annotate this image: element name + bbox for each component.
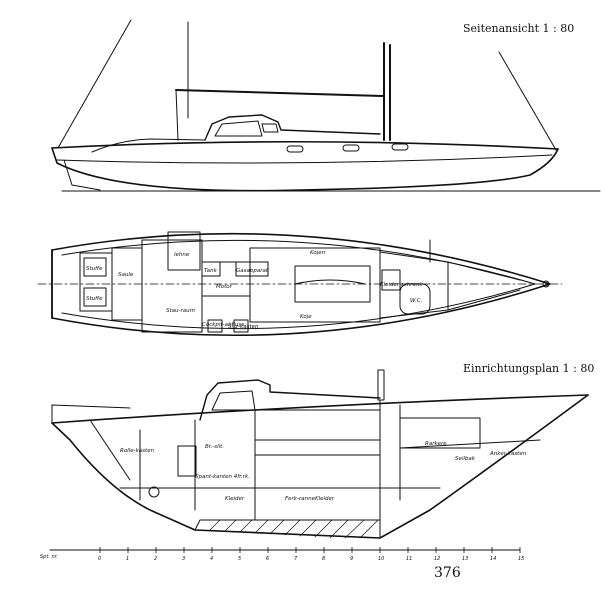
cockpit-coaming [91,138,206,153]
scale-tick-label: 6 [266,556,269,562]
backstay [57,19,132,149]
deck-outline [51,232,551,337]
label-anker: Anker-kasten [489,451,527,457]
cabin-window [214,120,263,137]
engine [177,445,197,477]
wc-bowl [399,283,431,315]
profile-cabin [199,379,381,421]
gas-box [235,261,269,277]
label-motor: Motor [216,284,233,290]
scale-tick-label: 0 [98,556,101,562]
label-cockpit-2: Sitz-kasten [228,324,259,330]
cabin-window-2 [261,123,279,133]
table [294,265,371,303]
ballast-keel [194,519,381,539]
berth-line [399,439,541,449]
forepeak-lines [447,261,521,311]
scale-tick-label: 4 [210,556,213,562]
porthole-2 [342,144,360,152]
cabin-top [204,114,381,141]
label-brett: Br.-slit. [205,444,224,450]
hull-sheer [51,140,559,150]
label-rarkere: Rarkere [425,441,447,447]
hull-line [56,154,553,164]
label-kleider-1: Kleider [225,496,245,502]
stuffe-box-1 [83,257,107,277]
profile-sheer [51,394,589,424]
tiller [89,419,131,481]
scale-tick-label: 11 [406,556,412,562]
table-curve [294,279,366,285]
boom [175,89,385,97]
scale-tick-label: 9 [350,556,353,562]
profile-labels: Rolle-kasten Br.-slit. Kleider Ferk-rann… [120,441,527,502]
label-kleiderschrank: Kleider-schrank [380,282,423,288]
stovepipe [377,369,385,401]
label-wc: W.C. [410,298,423,304]
stuffe-box-2 [83,287,107,307]
profile-window [211,390,256,411]
propeller [148,486,160,498]
scale-tick-label: 13 [462,556,468,562]
interior-profile [51,369,589,539]
kleiderschrank-box [381,269,401,291]
interior-plan-title: Einrichtungsplan 1 : 80 [463,362,595,375]
cockpit-block [79,252,113,312]
scale-tick-label: 10 [378,556,384,562]
tank-box [201,261,221,277]
label-tank: Tank [204,268,218,274]
saloon-main [249,247,381,323]
scale-tick-label: 2 [154,556,157,562]
label-gasapparat: Gasapparat [236,268,269,274]
fore-furniture [399,417,481,449]
scale-tick-label: 12 [434,556,440,562]
label-saule: Saule [118,272,134,278]
page-number: 376 [434,565,461,581]
porthole-3 [391,143,409,151]
deck-plan [37,231,563,337]
label-lehne: lehne [174,252,190,258]
label-kojen-top: Kojen [310,250,326,256]
small-box-1 [207,319,223,333]
profile-hull [51,394,589,539]
label-stauraum: Stau-raum [166,308,195,314]
scale-tick-label: 7 [294,556,298,562]
scale-tick-label: 1 [126,556,129,562]
scale-label: Spt. nr. [40,554,58,560]
deck-inner-line [61,239,536,330]
label-spant-note: Spant-kanten 4fr.rk. [195,474,250,480]
stern-pulpit [51,404,131,424]
side-view-title: Seitenansicht 1 : 80 [463,22,575,35]
small-box-2 [233,319,249,333]
stem-fitting [542,280,550,288]
side-view [51,19,601,192]
label-kleider-2: Kleider [315,496,335,502]
rudder [63,159,101,191]
boom-crutch [175,89,179,141]
label-stuffe-1: Stuffe [86,266,103,272]
scale-tick-label: 8 [322,556,325,562]
label-seilbak: Seilbak [455,456,476,462]
label-koje-bottom: Koje [300,314,312,320]
forestay [498,51,557,151]
label-stuffe-2: Stuffe [86,296,103,302]
saloon-furniture [254,409,381,456]
label-ferkel: Ferk-ranne [285,496,316,502]
scale-tick-label: 5 [238,556,241,562]
label-cockpit-1: Cockpit-abfluss [202,322,244,328]
label-rolle: Rolle-kasten [120,448,155,454]
scale-tick-label: 15 [518,556,524,562]
porthole-1 [286,145,304,153]
keel-hatching [209,519,379,539]
saloon-aft [141,239,203,333]
deck-labels: Stuffe Stuffe Saule lehne Tank Motor Gas… [86,250,423,330]
scale-tick-label: 14 [490,556,496,562]
hull-bottom [51,147,559,192]
scale-tick-label: 3 [182,556,185,562]
lehne-box [167,231,201,271]
